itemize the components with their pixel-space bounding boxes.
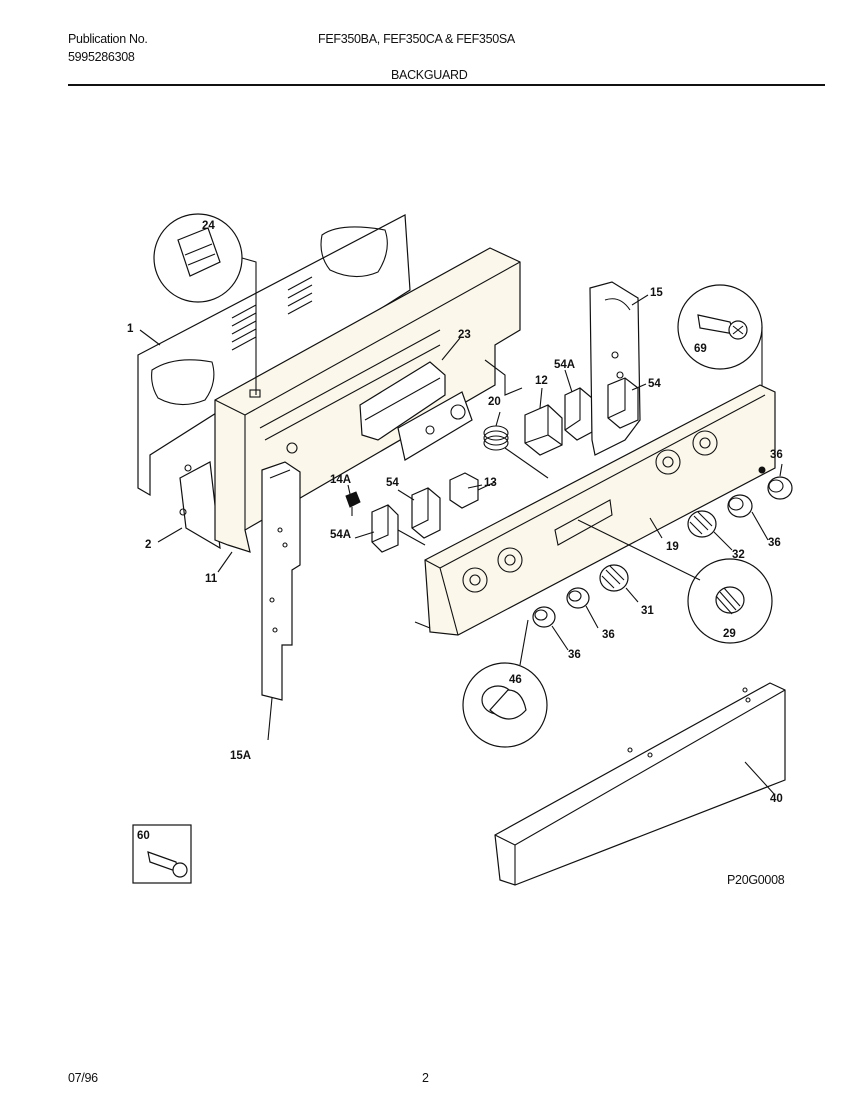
callout-54A-lower: 54A	[330, 529, 351, 541]
indicator-14A-part	[345, 491, 361, 516]
knob-36-right-upper	[758, 466, 793, 500]
knob-29-detail-circle	[577, 519, 773, 644]
callout-2: 2	[145, 539, 151, 551]
callout-24: 24	[202, 220, 215, 232]
callout-36-center: 36	[602, 629, 615, 641]
knob-32	[687, 510, 717, 538]
model-numbers: FEF350BA, FEF350CA & FEF350SA	[318, 32, 515, 46]
section-title: BACKGUARD	[391, 68, 468, 82]
knob-31	[599, 564, 629, 592]
callout-15A: 15A	[230, 750, 251, 762]
diagram-code: P20G0008	[727, 873, 785, 887]
callout-12: 12	[535, 375, 548, 387]
publication-label: Publication No.	[68, 32, 148, 46]
callout-13: 13	[484, 477, 497, 489]
upper-switch-54A-part	[564, 387, 593, 441]
trim-strip-part	[494, 682, 786, 886]
callout-31: 31	[641, 605, 654, 617]
callout-labels: 1 2 11 12 13 14A 15 15A 19 20 23 24 29 3…	[127, 220, 783, 842]
left-bracket-15A-part	[261, 461, 301, 701]
callout-36-left: 36	[568, 649, 581, 661]
footer-date: 07/96	[68, 1071, 98, 1085]
callout-23: 23	[458, 329, 471, 341]
knob-36-left	[532, 606, 556, 628]
control-panel-part	[414, 384, 776, 636]
lower-switch-54A-part	[371, 504, 426, 553]
knob-36-center	[566, 587, 590, 609]
callout-36-lower-right: 36	[768, 537, 781, 549]
callout-36-upper-right: 36	[770, 449, 783, 461]
callout-1: 1	[127, 323, 134, 335]
callout-46: 46	[509, 674, 522, 686]
upper-switch-54-part	[607, 377, 639, 429]
leader-lines	[139, 294, 783, 796]
lower-switch-54-part	[411, 487, 441, 539]
callout-14A: 14A	[330, 474, 351, 486]
rear-panel-part	[137, 214, 411, 497]
callout-32: 32	[732, 549, 745, 561]
clock-13-part	[449, 472, 496, 509]
callout-11: 11	[205, 573, 218, 585]
relay-part	[524, 404, 563, 456]
switch-detail-circle	[153, 213, 257, 395]
callout-69: 69	[694, 343, 707, 355]
callout-40: 40	[770, 793, 783, 805]
right-bracket-part	[589, 281, 641, 456]
callout-20: 20	[488, 396, 501, 408]
callout-54-upper: 54	[648, 378, 661, 390]
control-board-part	[359, 361, 473, 461]
page-number: 2	[422, 1071, 429, 1085]
coil-part	[483, 425, 549, 479]
header-rule	[68, 84, 825, 86]
knob-36-right-lower	[727, 494, 753, 518]
callout-54A-upper: 54A	[554, 359, 575, 371]
lower-bracket-part	[179, 461, 221, 550]
screw-60-detail-box	[132, 824, 192, 884]
callout-15: 15	[650, 287, 663, 299]
callout-54-lower: 54	[386, 477, 399, 489]
publication-number: 5995286308	[68, 50, 135, 64]
knob-46-detail-circle	[462, 619, 548, 748]
callout-19: 19	[666, 541, 679, 553]
callout-60: 60	[137, 830, 150, 842]
callout-29: 29	[723, 628, 736, 640]
